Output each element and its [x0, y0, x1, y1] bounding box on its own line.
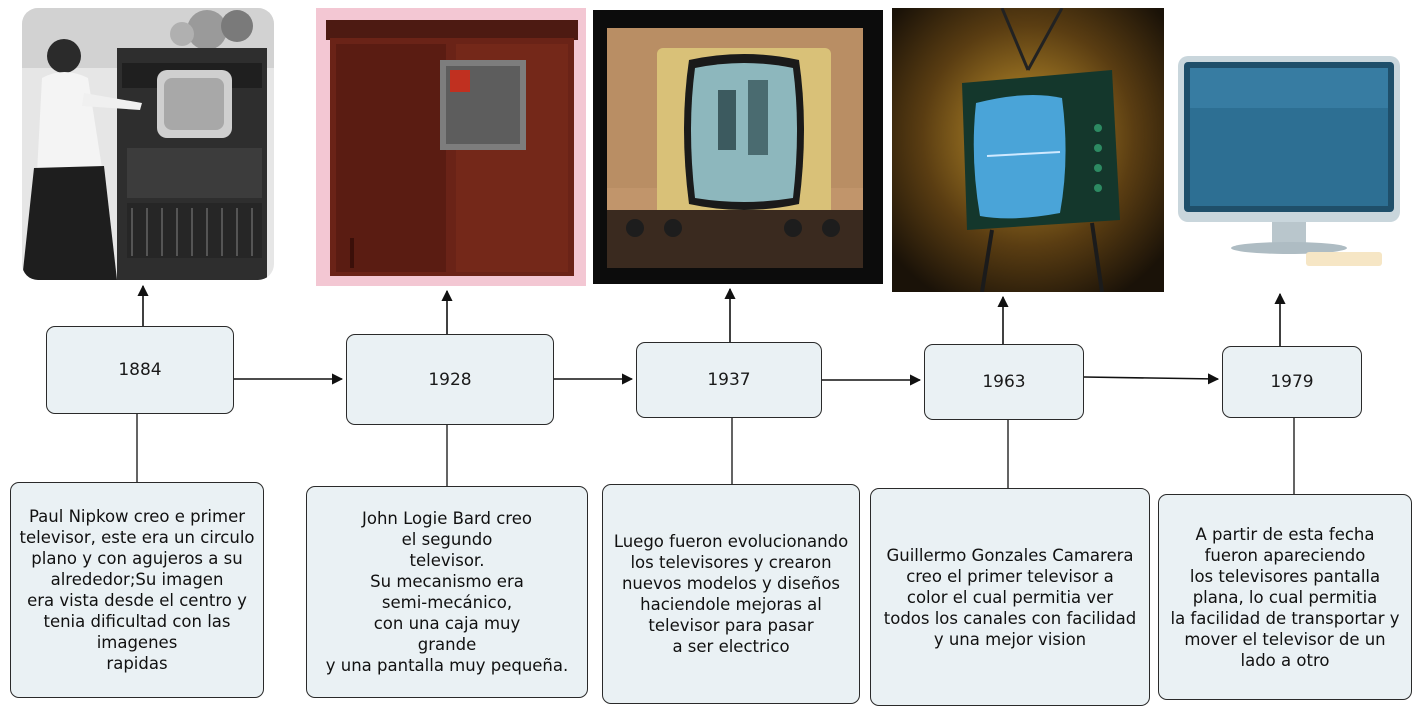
description-line: lado a otro	[1170, 650, 1399, 671]
description-box-1928: John Logie Bard creo el segundo televiso…	[306, 486, 588, 698]
year-label: 1884	[118, 360, 161, 380]
description-line: plana, lo cual permitia	[1170, 587, 1399, 608]
description-line: semi-mecánico,	[326, 592, 569, 613]
description-line: los televisores pantalla	[1170, 566, 1399, 587]
year-box-1979: 1979	[1222, 346, 1362, 418]
description-text: A partir de esta fecha fueron apareciend…	[1170, 524, 1399, 671]
description-line: y una mejor vision	[884, 629, 1137, 650]
description-line: con una caja muy	[326, 613, 569, 634]
description-line: el segundo	[326, 529, 569, 550]
description-line: rapidas	[19, 653, 254, 674]
description-line: color el cual permitia ver	[884, 587, 1137, 608]
description-line: televisor para pasar	[614, 615, 848, 636]
description-line: A partir de esta fecha	[1170, 524, 1399, 545]
description-line: fueron apareciendo	[1170, 545, 1399, 566]
description-line: tenia dificultad con las	[19, 611, 254, 632]
description-line: grande	[326, 634, 569, 655]
arrow-1963-to-1979	[1084, 377, 1218, 379]
description-line: la facilidad de transportar y	[1170, 608, 1399, 629]
description-line: a ser electrico	[614, 636, 848, 657]
description-line: era vista desde el centro y	[19, 590, 254, 611]
description-line: Guillermo Gonzales Camarera	[884, 545, 1137, 566]
year-label: 1937	[707, 370, 750, 390]
year-label: 1963	[982, 372, 1025, 392]
description-line: alrededor;Su imagen	[19, 569, 254, 590]
description-line: televisor, este era un circulo	[19, 527, 254, 548]
year-label: 1928	[428, 370, 471, 390]
description-line: plano y con agujeros a su	[19, 548, 254, 569]
description-line: televisor.	[326, 550, 569, 571]
year-box-1963: 1963	[924, 344, 1084, 420]
year-box-1884: 1884	[46, 326, 234, 414]
description-line: los televisores y crearon	[614, 552, 848, 573]
year-box-1937: 1937	[636, 342, 822, 418]
description-text: John Logie Bard creo el segundo televiso…	[326, 508, 569, 676]
description-line: haciendole mejoras al	[614, 594, 848, 615]
description-box-1937: Luego fueron evolucionando los televisor…	[602, 484, 860, 704]
description-box-1963: Guillermo Gonzales Camarera creo el prim…	[870, 488, 1150, 706]
description-line: todos los canales con facilidad	[884, 608, 1137, 629]
year-label: 1979	[1270, 372, 1313, 392]
year-box-1928: 1928	[346, 334, 554, 425]
description-text: Luego fueron evolucionando los televisor…	[614, 531, 848, 657]
description-line: nuevos modelos y diseños	[614, 573, 848, 594]
description-line: John Logie Bard creo	[326, 508, 569, 529]
description-line: Luego fueron evolucionando	[614, 531, 848, 552]
description-line: Paul Nipkow creo e primer	[19, 506, 254, 527]
description-line: Su mecanismo era	[326, 571, 569, 592]
description-line: creo el primer televisor a	[884, 566, 1137, 587]
description-line: mover el televisor de un	[1170, 629, 1399, 650]
description-text: Guillermo Gonzales Camarera creo el prim…	[884, 545, 1137, 650]
description-box-1884: Paul Nipkow creo e primer televisor, est…	[10, 482, 264, 698]
description-line: imagenes	[19, 632, 254, 653]
description-box-1979: A partir de esta fecha fueron apareciend…	[1158, 494, 1412, 700]
description-line: y una pantalla muy pequeña.	[326, 655, 569, 676]
description-text: Paul Nipkow creo e primer televisor, est…	[19, 506, 254, 674]
